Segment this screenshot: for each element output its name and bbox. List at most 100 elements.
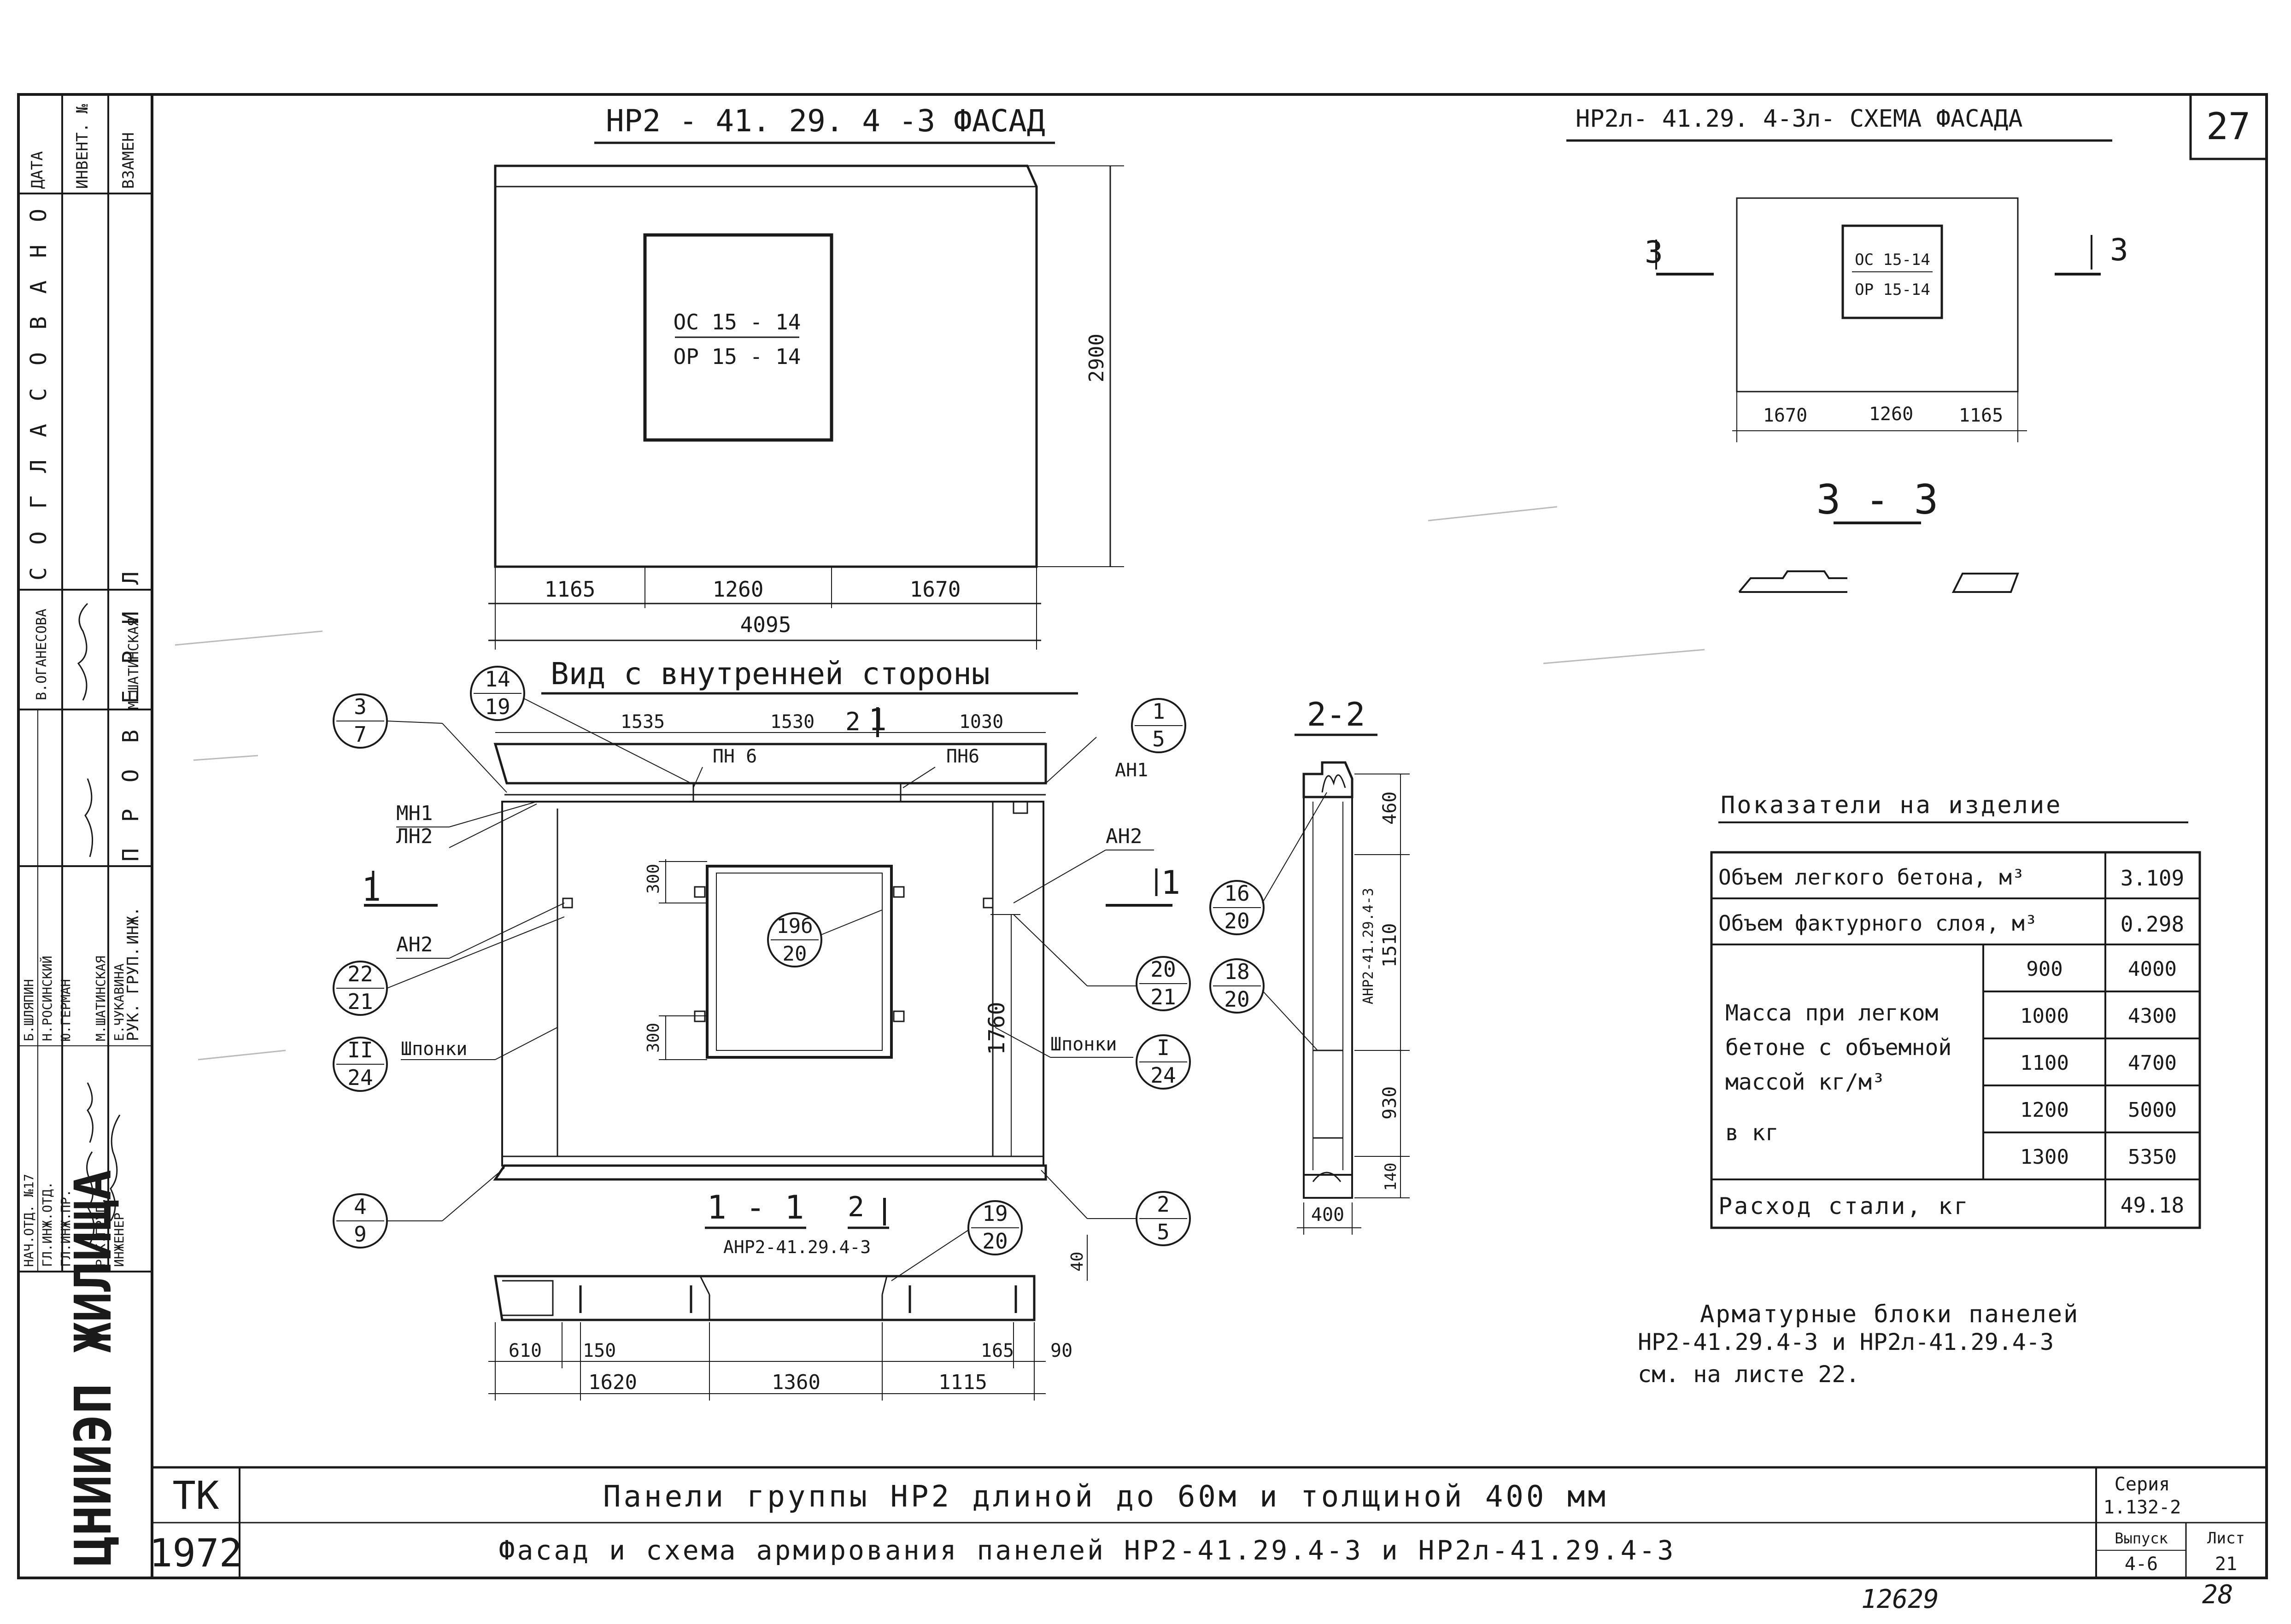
schema-window-bottom: ОР 15-14 — [1855, 281, 1930, 299]
schema-dim-2: 1260 — [1869, 404, 1913, 425]
sec11-dim-90: 90 — [1050, 1340, 1072, 1361]
schema-cut-left: 3 — [1645, 235, 1663, 270]
svg-text:19: 19 — [485, 694, 510, 719]
schema-dim-3: 1165 — [1959, 405, 2003, 426]
inner-top-dim-2: 1530 — [770, 711, 814, 733]
archive-page: 28 — [2202, 1580, 2233, 1610]
stamp-checked-name-1: М.ШАТИНСКАЯ — [126, 618, 142, 709]
issue-value: 4-6 — [2125, 1554, 2158, 1575]
title-block: ТК 1972 Панели группы НР2 длиной до 60м … — [149, 1473, 2245, 1576]
inner-title: Вид с внутренней стороны — [551, 656, 990, 692]
svg-text:16: 16 — [1224, 881, 1249, 906]
svg-text:1000: 1000 — [2020, 1004, 2069, 1028]
svg-text:19: 19 — [982, 1201, 1008, 1226]
sec22-dim-930: 930 — [1379, 1086, 1400, 1120]
sec22-bubble-16-20: 16 20 — [1209, 792, 1327, 935]
svg-text:24: 24 — [1150, 1063, 1176, 1088]
mass-row: 1000 4300 — [2020, 1004, 2177, 1028]
schema-view: НР2л- 41.29. 4-3л- СХЕМА ФАСАДА ОС 15-14… — [1566, 105, 2128, 593]
sec11-mark-2: 2 — [848, 1191, 864, 1223]
svg-text:19б: 19б — [776, 915, 813, 938]
volume-face-label: Объем фактурного слоя, м³ — [1718, 911, 2037, 936]
facade-dim-2: 1260 — [713, 577, 764, 602]
facade-total-dim: 4095 — [740, 612, 791, 637]
sec11-dim-165: 165 — [981, 1340, 1014, 1361]
bubble-1-5: 1 5 — [1131, 698, 1186, 753]
svg-text:21: 21 — [1150, 985, 1176, 1009]
bubble-20-21: 20 21 — [1013, 914, 1191, 1011]
volume-face-value: 0.298 — [2121, 912, 2184, 937]
svg-text:24: 24 — [347, 1065, 373, 1090]
steel-label: Расход стали, кг — [1718, 1193, 1970, 1219]
stamp-name-4: М.ШАТИНСКАЯ — [93, 956, 108, 1041]
svg-text:5350: 5350 — [2128, 1145, 2177, 1169]
volume-light-label: Объем легкого бетона, м³ — [1718, 865, 2025, 890]
svg-text:20: 20 — [982, 1229, 1008, 1254]
sec22-title: 2-2 — [1307, 696, 1365, 733]
indicators-title: Показатели на изделие — [1721, 791, 2062, 819]
svg-text:1200: 1200 — [2020, 1098, 2069, 1122]
stamp-name-5: Е.ЧУКАВИНА — [111, 963, 127, 1041]
section-2-2: 2-2 АНР2-41.29.4-3 460 1510 930 140 400 — [1209, 696, 1410, 1235]
stamp-checked-role-2: ИНЖ. — [124, 907, 142, 944]
svg-text:14: 14 — [485, 667, 510, 692]
signature-marks — [77, 603, 121, 1244]
svg-text:4300: 4300 — [2128, 1004, 2177, 1028]
facade-window-bottom: ОР 15 - 14 — [674, 344, 801, 369]
stamp-replace-label: ВЗАМЕН — [119, 132, 138, 189]
title-line-1: Панели группы НР2 длиной до 60м и толщин… — [603, 1480, 1608, 1514]
svg-text:II: II — [347, 1038, 373, 1062]
sheet-value: 21 — [2215, 1554, 2237, 1575]
sheet-frame — [17, 93, 2268, 1579]
bubble-3-7: 3 7 — [333, 693, 507, 793]
stamp-checked-name-2: В.ОГАНЕСОВА — [34, 609, 50, 700]
left-stamp: ДАТА ИНВЕНТ. № ВЗАМЕН С О Г Л А С О В А … — [18, 94, 152, 1566]
bubble-22-21: 22 21 — [333, 916, 565, 1016]
mass-row: 1100 4700 — [2020, 1051, 2177, 1075]
schema-cut-right: 3 — [2110, 232, 2128, 268]
svg-text:4: 4 — [354, 1194, 367, 1219]
svg-text:2: 2 — [1157, 1192, 1170, 1217]
label-an2-left: АН2 — [396, 933, 433, 956]
note-line-3: см. на листе 22. — [1638, 1361, 1860, 1388]
volume-light-value: 3.109 — [2121, 866, 2184, 891]
schema-title: НР2л- 41.29. 4-3л- СХЕМА ФАСАДА — [1576, 105, 2023, 133]
stamp-role-1: НАЧ.ОТД. №17 — [21, 1174, 36, 1267]
stamp-inventory-label: ИНВЕНТ. № — [73, 104, 92, 189]
indicators-table: Показатели на изделие Объем легкого бето… — [1710, 791, 2201, 1229]
svg-text:20: 20 — [1224, 987, 1249, 1012]
sec11-bubble-19-20: 19 20 — [891, 1200, 1023, 1281]
label-shponki-left: Шпонки — [401, 1038, 468, 1060]
stamp-name-3: Ю.ГЕРМАН — [58, 979, 73, 1041]
facade-title: НР2 - 41. 29. 4 -3 ФАСАД — [606, 103, 1045, 139]
facade-dim-3: 1670 — [910, 577, 961, 602]
svg-text:1: 1 — [1152, 699, 1165, 724]
svg-text:21: 21 — [347, 989, 373, 1014]
year: 1972 — [149, 1530, 242, 1576]
page-number: 27 — [2206, 105, 2250, 148]
inner-view: Вид с внутренней стороны 1535 1530 1030 … — [333, 656, 1191, 1249]
series-label: Серия — [2115, 1474, 2170, 1495]
svg-text:1300: 1300 — [2020, 1145, 2069, 1169]
stamp-agreed-label: С О Г Л А С О В А Н О — [26, 204, 52, 580]
issue-label: Выпуск — [2115, 1530, 2168, 1547]
schema-section-title: 3 - 3 — [1816, 476, 1939, 523]
inner-dim-300-top: 300 — [644, 864, 663, 894]
stamp-checked-label: П Р О В Е Р И Л — [118, 565, 144, 862]
inner-top-dim-1: 1535 — [621, 711, 665, 733]
label-shponki-right: Шпонки — [1050, 1034, 1117, 1055]
sec11-dim-40: 40 — [1068, 1252, 1087, 1272]
mass-label-3: массой кг/м³ — [1725, 1069, 1885, 1095]
sec22-bubble-18-20: 18 20 — [1209, 958, 1318, 1051]
sec11-dim-610: 610 — [509, 1340, 542, 1361]
schema-dim-1: 1670 — [1763, 405, 1807, 426]
label-ln2: ЛН2 — [396, 825, 433, 848]
svg-text:20: 20 — [1224, 909, 1249, 933]
note: Арматурные блоки панелей НР2-41.29.4-3 и… — [1638, 1301, 2078, 1388]
svg-text:1100: 1100 — [2020, 1051, 2069, 1075]
stamp-checked-role-1: РУК. ГРУП. — [124, 947, 142, 1041]
sec11-dim-1360: 1360 — [772, 1371, 820, 1394]
sec11-block-label: АНР2-41.29.4-3 — [723, 1237, 871, 1257]
section-1-1: 1 - 1 2 АНР2-41.29.4-3 40 610 1 — [488, 1189, 1088, 1401]
inner-top-dim-3: 1030 — [959, 711, 1003, 733]
